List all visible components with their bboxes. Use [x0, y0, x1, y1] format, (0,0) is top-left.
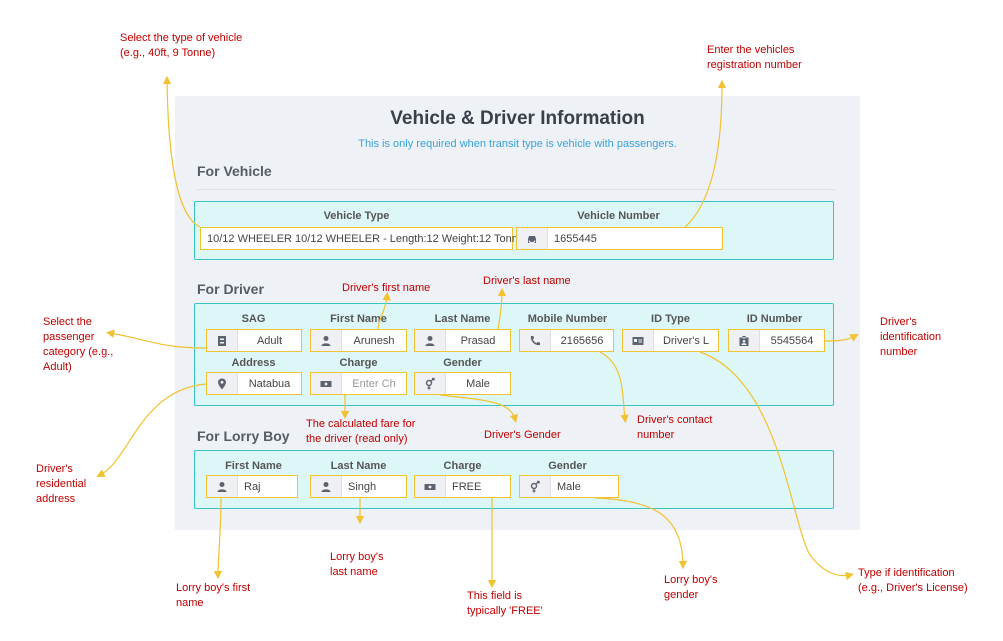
user-icon	[207, 476, 238, 497]
vehicle-number-input[interactable]: 1655445	[516, 227, 723, 250]
id-type-select[interactable]: Driver's L	[622, 329, 719, 352]
section-title-lorry-boy: For Lorry Boy	[197, 428, 290, 444]
annotation-vehicle-type: Select the type of vehicle(e.g., 40ft, 9…	[120, 32, 243, 59]
car-icon	[517, 228, 548, 249]
id-badge-icon	[729, 330, 760, 351]
vehicle-type-select[interactable]: 10/12 WHEELER 10/12 WHEELER - Length:12 …	[200, 227, 518, 250]
charge-label: Charge	[339, 357, 378, 369]
driver-gender-label: Gender	[443, 357, 482, 369]
annotation-id-type: Type if identification(e.g., Driver's Li…	[858, 567, 968, 594]
driver-last-name-input[interactable]: Prasad	[414, 329, 511, 352]
money-icon	[311, 373, 342, 394]
lorry-last-name-value: Singh	[348, 480, 377, 493]
annotation-driver-first-name: Driver's first name	[342, 282, 431, 294]
vehicle-type-label: Vehicle Type	[323, 210, 390, 222]
lorry-charge-label: Charge	[443, 460, 482, 472]
mobile-number-label: Mobile Number	[527, 313, 608, 325]
id-type-label: ID Type	[651, 313, 690, 325]
id-number-label: ID Number	[746, 313, 803, 325]
id-badge-icon	[207, 330, 238, 351]
mobile-number-input[interactable]: 2165656	[519, 329, 614, 352]
section-divider	[197, 189, 835, 190]
driver-gender-select[interactable]: Male	[414, 372, 511, 395]
gender-icon	[520, 476, 551, 497]
annotation-driver-last-name: Driver's last name	[483, 275, 571, 287]
page-title: Vehicle & Driver Information	[390, 108, 645, 129]
lorry-first-name-label: First Name	[225, 460, 282, 472]
address-value: Natabua	[248, 377, 291, 390]
lorry-gender-select[interactable]: Male	[519, 475, 619, 498]
id-card-icon	[623, 330, 654, 351]
driver-first-name-label: First Name	[330, 313, 387, 325]
id-type-value: Driver's L	[662, 334, 710, 347]
address-input[interactable]: Natabua	[206, 372, 302, 395]
lorry-gender-label: Gender	[548, 460, 587, 472]
annotation-driver-gender: Driver's Gender	[484, 429, 561, 441]
vehicle-number-label: Vehicle Number	[577, 210, 660, 222]
lorry-last-name-input[interactable]: Singh	[310, 475, 407, 498]
lorry-charge-value: FREE	[452, 480, 482, 493]
charge-input[interactable]: Enter Ch	[310, 372, 407, 395]
driver-first-name-value: Arunesh	[353, 334, 395, 347]
driver-first-name-input[interactable]: Arunesh	[310, 329, 407, 352]
lorry-gender-value: Male	[557, 480, 581, 493]
money-icon	[415, 476, 446, 497]
driver-last-name-label: Last Name	[434, 313, 491, 325]
sag-label: SAG	[241, 313, 266, 325]
vehicle-number-value: 1655445	[554, 232, 597, 245]
sag-value: Adult	[256, 334, 283, 347]
section-title-driver: For Driver	[197, 281, 264, 297]
page-subtitle: This is only required when transit type …	[358, 138, 677, 150]
section-title-vehicle: For Vehicle	[197, 163, 272, 179]
user-icon	[311, 476, 342, 497]
sag-select[interactable]: Adult	[206, 329, 302, 352]
lorry-last-name-label: Last Name	[330, 460, 387, 472]
user-icon	[415, 330, 446, 351]
lorry-first-name-value: Raj	[244, 480, 261, 493]
address-label: Address	[231, 357, 276, 369]
lorry-first-name-input[interactable]: Raj	[206, 475, 298, 498]
id-number-value: 5545564	[770, 334, 814, 347]
phone-icon	[520, 330, 551, 351]
driver-last-name-value: Prasad	[460, 334, 496, 347]
mobile-number-value: 2165656	[560, 334, 604, 347]
user-icon	[311, 330, 342, 351]
vehicle-type-value: 10/12 WHEELER 10/12 WHEELER - Length:12 …	[207, 232, 518, 245]
map-pin-icon	[207, 373, 238, 394]
charge-placeholder: Enter Ch	[352, 377, 396, 390]
lorry-charge-input[interactable]: FREE	[414, 475, 511, 498]
id-number-input[interactable]: 5545564	[728, 329, 825, 352]
gender-icon	[415, 373, 446, 394]
driver-gender-value: Male	[466, 377, 490, 390]
